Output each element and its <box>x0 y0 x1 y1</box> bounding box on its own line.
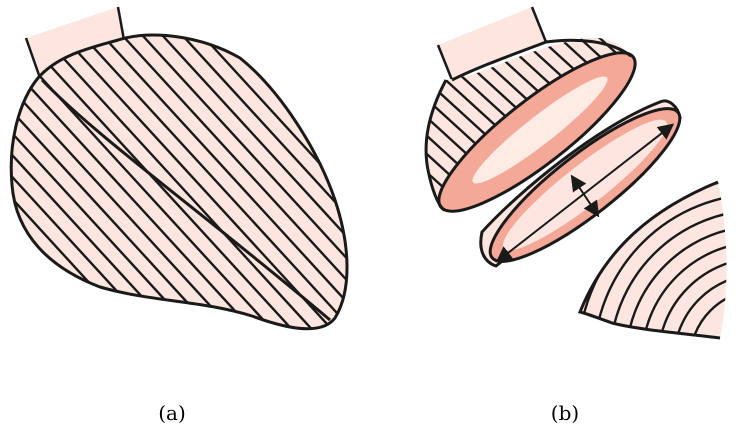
panel-b-caption: (b) <box>551 401 579 425</box>
panel-a-caption: (a) <box>158 401 186 425</box>
